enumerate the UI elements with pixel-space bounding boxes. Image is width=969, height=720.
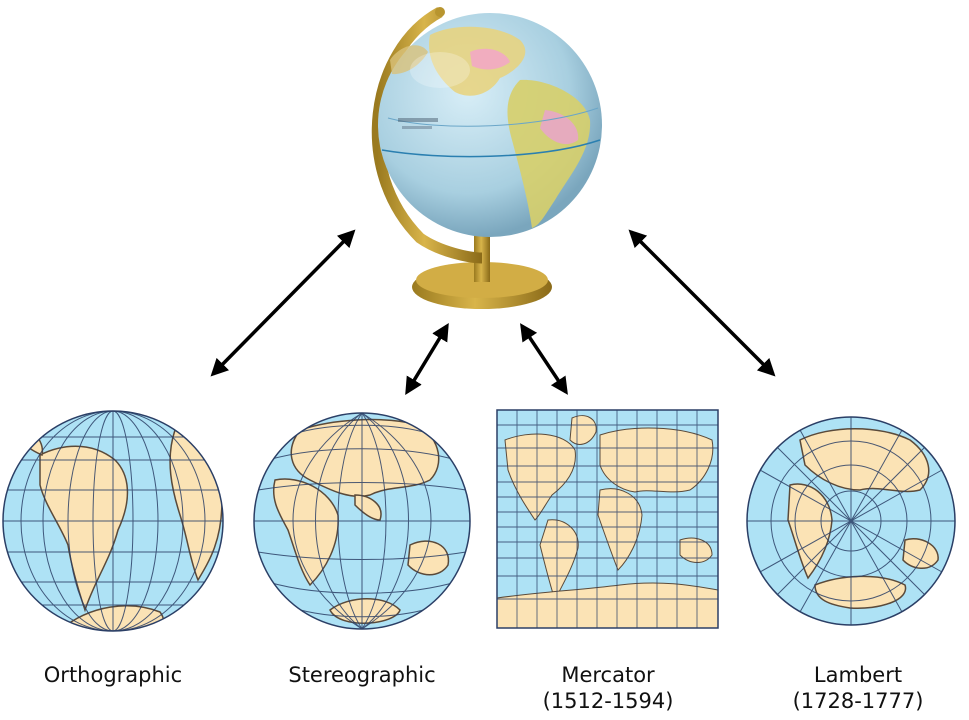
orthographic-name: Orthographic — [43, 663, 183, 687]
mercator-name: Mercator — [561, 663, 655, 687]
mercator-years: (1512-1594) — [542, 689, 674, 713]
stereographic-name: Stereographic — [288, 663, 436, 687]
arrow-stereographic — [405, 323, 449, 395]
lambert-globe-icon — [746, 416, 956, 626]
mercator-map-icon — [496, 409, 719, 629]
arrow-mercator — [520, 323, 568, 395]
lambert-years: (1728-1777) — [792, 689, 924, 713]
label-orthographic: Orthographic — [13, 662, 213, 688]
desk-globe-icon — [371, 7, 602, 309]
label-mercator: Mercator (1512-1594) — [508, 662, 708, 714]
stereographic-globe-icon — [253, 412, 471, 630]
arrow-orthographic — [210, 229, 356, 377]
arrows — [210, 229, 776, 395]
label-lambert: Lambert (1728-1777) — [758, 662, 958, 714]
lambert-name: Lambert — [813, 663, 903, 687]
arrow-lambert — [628, 229, 776, 377]
label-stereographic: Stereographic — [262, 662, 462, 688]
orthographic-globe-icon — [2, 410, 224, 632]
